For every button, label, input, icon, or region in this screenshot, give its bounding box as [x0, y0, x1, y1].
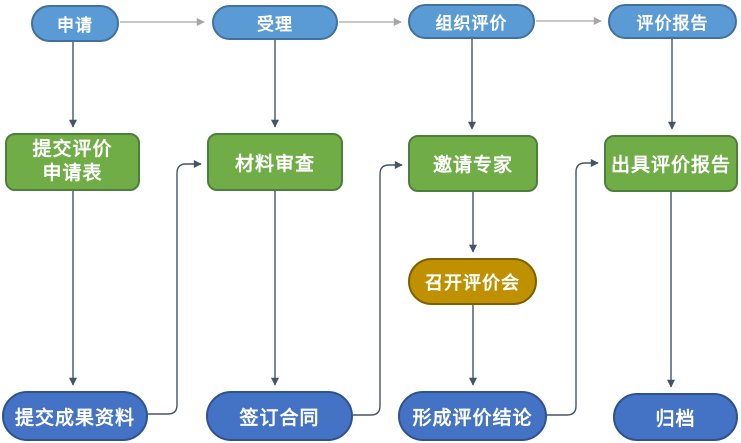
node-form-evaluation-conclusion: 形成评价结论: [398, 391, 547, 441]
node-archive: 归档: [613, 393, 738, 441]
node-apply: 申请: [31, 5, 119, 42]
connector-contract-to-experts: [353, 161, 403, 416]
connector-conclusion-to-issue: [547, 159, 599, 416]
node-issue-evaluation-report: 出具评价报告: [604, 135, 738, 192]
node-hold-evaluation-meeting: 召开评价会: [408, 258, 537, 305]
connector-materials-to-review: [148, 160, 202, 415]
node-invite-experts: 邀请专家: [408, 135, 538, 192]
node-submit-application-form: 提交评价 申请表: [5, 133, 140, 191]
node-sign-contract: 签订合同: [206, 391, 353, 441]
node-material-review: 材料审查: [207, 133, 343, 191]
node-submit-achievement-materials: 提交成果资料: [2, 391, 148, 441]
node-evaluation-report: 评价报告: [608, 4, 737, 39]
node-accept: 受理: [212, 5, 338, 40]
node-organize-evaluation: 组织评价: [408, 4, 535, 39]
